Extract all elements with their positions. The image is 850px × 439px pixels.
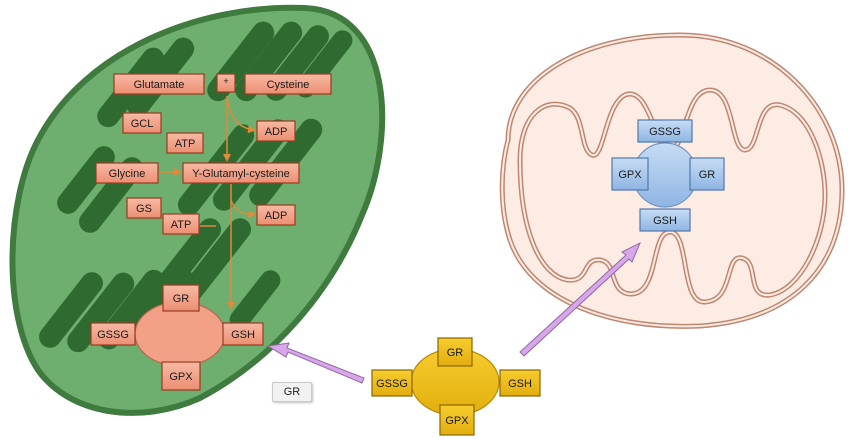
mitochondrion-redox-cycle: GSSG GPX GR GSH [611,119,725,232]
transport-arrows [266,241,641,384]
gs-label: GS [136,203,152,215]
chloroplast-cycle-top: GR [173,293,190,305]
chloroplast-redox-cycle: GR GSSG GSH GPX [90,284,264,391]
chloroplast: Glutamate + Cysteine GCL ATP ADP Glycine… [9,4,386,416]
thylakoid-stacks [39,21,353,353]
mito-cycle-bottom: GSH [653,215,677,227]
mitochondrion-inner-membrane-line [518,88,827,304]
cysteine-label: Cysteine [267,79,310,91]
gr-legend-tag: GR [272,382,312,402]
chloroplast-cycle-right: GSH [231,329,255,341]
gcl-label: GCL [131,118,154,130]
arrow-to-adp-2 [230,199,256,219]
chloroplast-cycle-bottom: GPX [169,371,193,383]
atp-label-2: ATP [171,219,192,231]
arrow-to-chloroplast [266,342,365,384]
atp-label-1: ATP [175,138,196,150]
cytosol-redox-cycle: GR GSSG GSH GPX [371,337,541,436]
arrow-to-adp-1 [226,95,256,134]
cytosol-cycle-top: GR [447,347,464,359]
adp-label-1: ADP [265,126,288,138]
chloroplast-cycle-left: GSSG [97,329,129,341]
mito-cycle-left: GPX [618,169,642,181]
mito-cycle-top: GSSG [649,126,681,138]
arrow-to-mitochondrion [519,241,641,357]
mitochondrion: GSSG GPX GR GSH [499,32,845,329]
adp-label-2: ADP [265,210,288,222]
mitochondrion-outer-membrane-inner-line [501,33,844,328]
mito-cycle-right: GR [699,169,716,181]
cytosol-cycle-left: GSSG [376,378,408,390]
cytosol-cycle-right: GSH [508,378,532,390]
glutamate-label: Glutamate [134,79,185,91]
synthesis-arrows [160,95,256,310]
cytosol-cycle-bottom: GPX [445,415,469,427]
plus-label: + [223,76,228,86]
synthesis-boxes: Glutamate + Cysteine GCL ATP ADP Glycine… [95,73,332,235]
gamma-glutamyl-cysteine-label: Y-Glutamyl-cysteine [192,168,289,180]
glycine-label: Glycine [109,168,146,180]
